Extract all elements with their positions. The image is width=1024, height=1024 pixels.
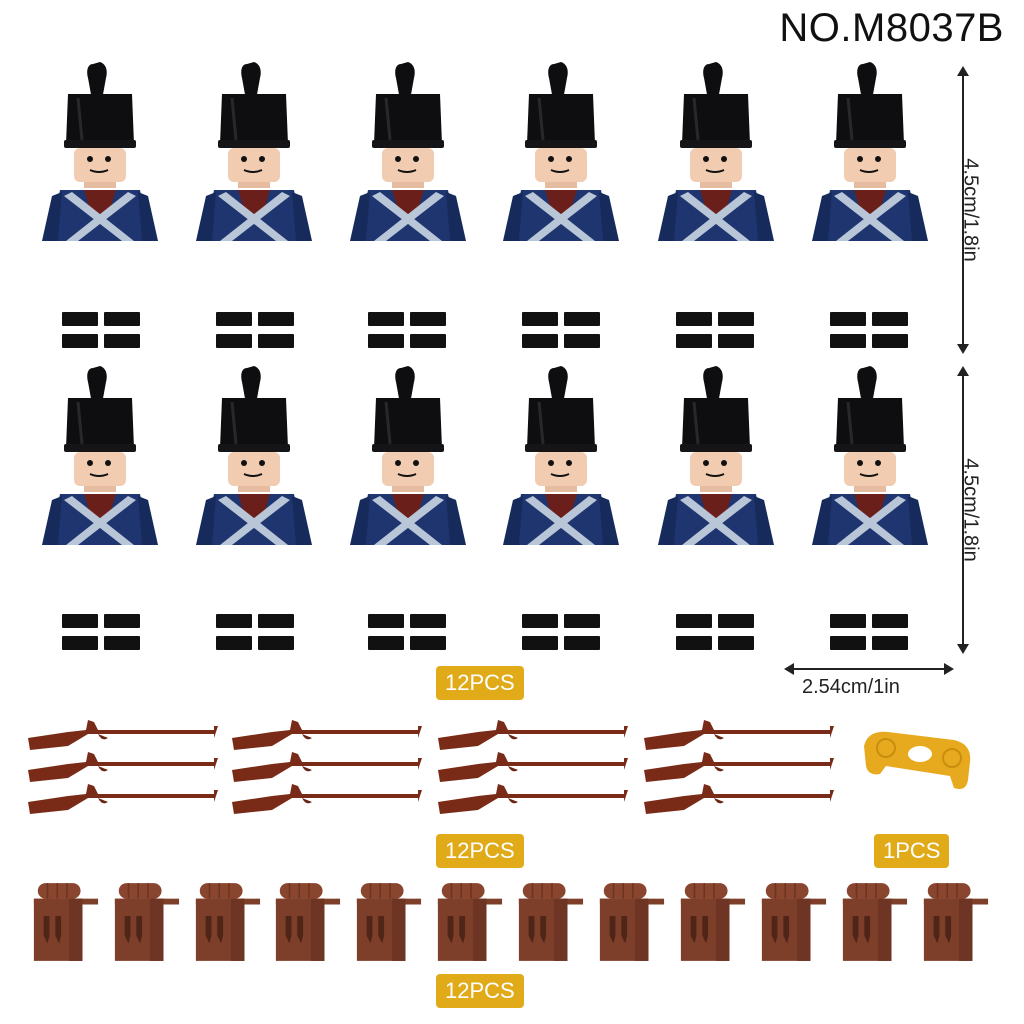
leg-pieces-row1-3 [366,308,448,352]
minifigure-row1-6 [808,56,932,241]
dimension-line [962,68,964,352]
minifigure-row1-2 [192,56,316,241]
dimension-line [962,368,964,652]
backpack-11 [839,880,909,964]
minifigure-row2-4 [499,360,623,545]
backpack-3 [192,880,262,964]
backpack-12 [920,880,990,964]
leg-pieces-row1-6 [828,308,910,352]
backpack-6 [434,880,504,964]
backpacks-count-badge: 12PCS [436,974,524,1008]
height-dimension-top: 4.5cm/1.8in [948,66,982,354]
rifle-group-1 [28,708,220,828]
height-dimension-bottom: 4.5cm/1.8in [948,366,982,654]
minifigure-row2-6 [808,360,932,545]
leg-pieces-row2-1 [60,610,142,654]
backpack-4 [272,880,342,964]
minifigure-row2-1 [38,360,162,545]
rifle-group-4 [644,708,836,828]
backpack-7 [515,880,585,964]
width-dimension [784,662,954,676]
arrow-up-icon [957,66,969,76]
leg-pieces-row1-2 [214,308,296,352]
gold-plate-piece [858,722,976,798]
leg-pieces-row1-5 [674,308,756,352]
width-label: 2.54cm/1in [802,676,900,698]
leg-pieces-row2-2 [214,610,296,654]
arrow-down-icon [957,644,969,654]
minifigure-row2-2 [192,360,316,545]
arrow-down-icon [957,344,969,354]
rifles-count-badge: 12PCS [436,834,524,868]
backpack-8 [596,880,666,964]
leg-pieces-row1-4 [520,308,602,352]
backpack-5 [353,880,423,964]
leg-pieces-row2-4 [520,610,602,654]
backpack-2 [111,880,181,964]
backpack-1 [30,880,100,964]
arrow-left-icon [784,663,794,675]
height-label-bottom: 4.5cm/1.8in [959,458,982,562]
arrow-up-icon [957,366,969,376]
leg-pieces-row1-1 [60,308,142,352]
minifigure-row1-4 [499,56,623,241]
leg-pieces-row2-5 [674,610,756,654]
dimension-line [786,668,952,670]
plate-count-badge: 1PCS [874,834,950,868]
minifigure-row1-1 [38,56,162,241]
minifigure-row2-3 [346,360,470,545]
minifigure-row1-3 [346,56,470,241]
height-label-top: 4.5cm/1.8in [959,158,982,262]
figures-count-badge: 12PCS [436,666,524,700]
minifigure-row2-5 [654,360,778,545]
rifle-group-3 [438,708,630,828]
rifle-group-2 [232,708,424,828]
arrow-right-icon [944,663,954,675]
model-number: NO.M8037B [779,6,1004,50]
minifigure-row1-5 [654,56,778,241]
backpack-10 [758,880,828,964]
leg-pieces-row2-3 [366,610,448,654]
backpack-9 [677,880,747,964]
leg-pieces-row2-6 [828,610,910,654]
